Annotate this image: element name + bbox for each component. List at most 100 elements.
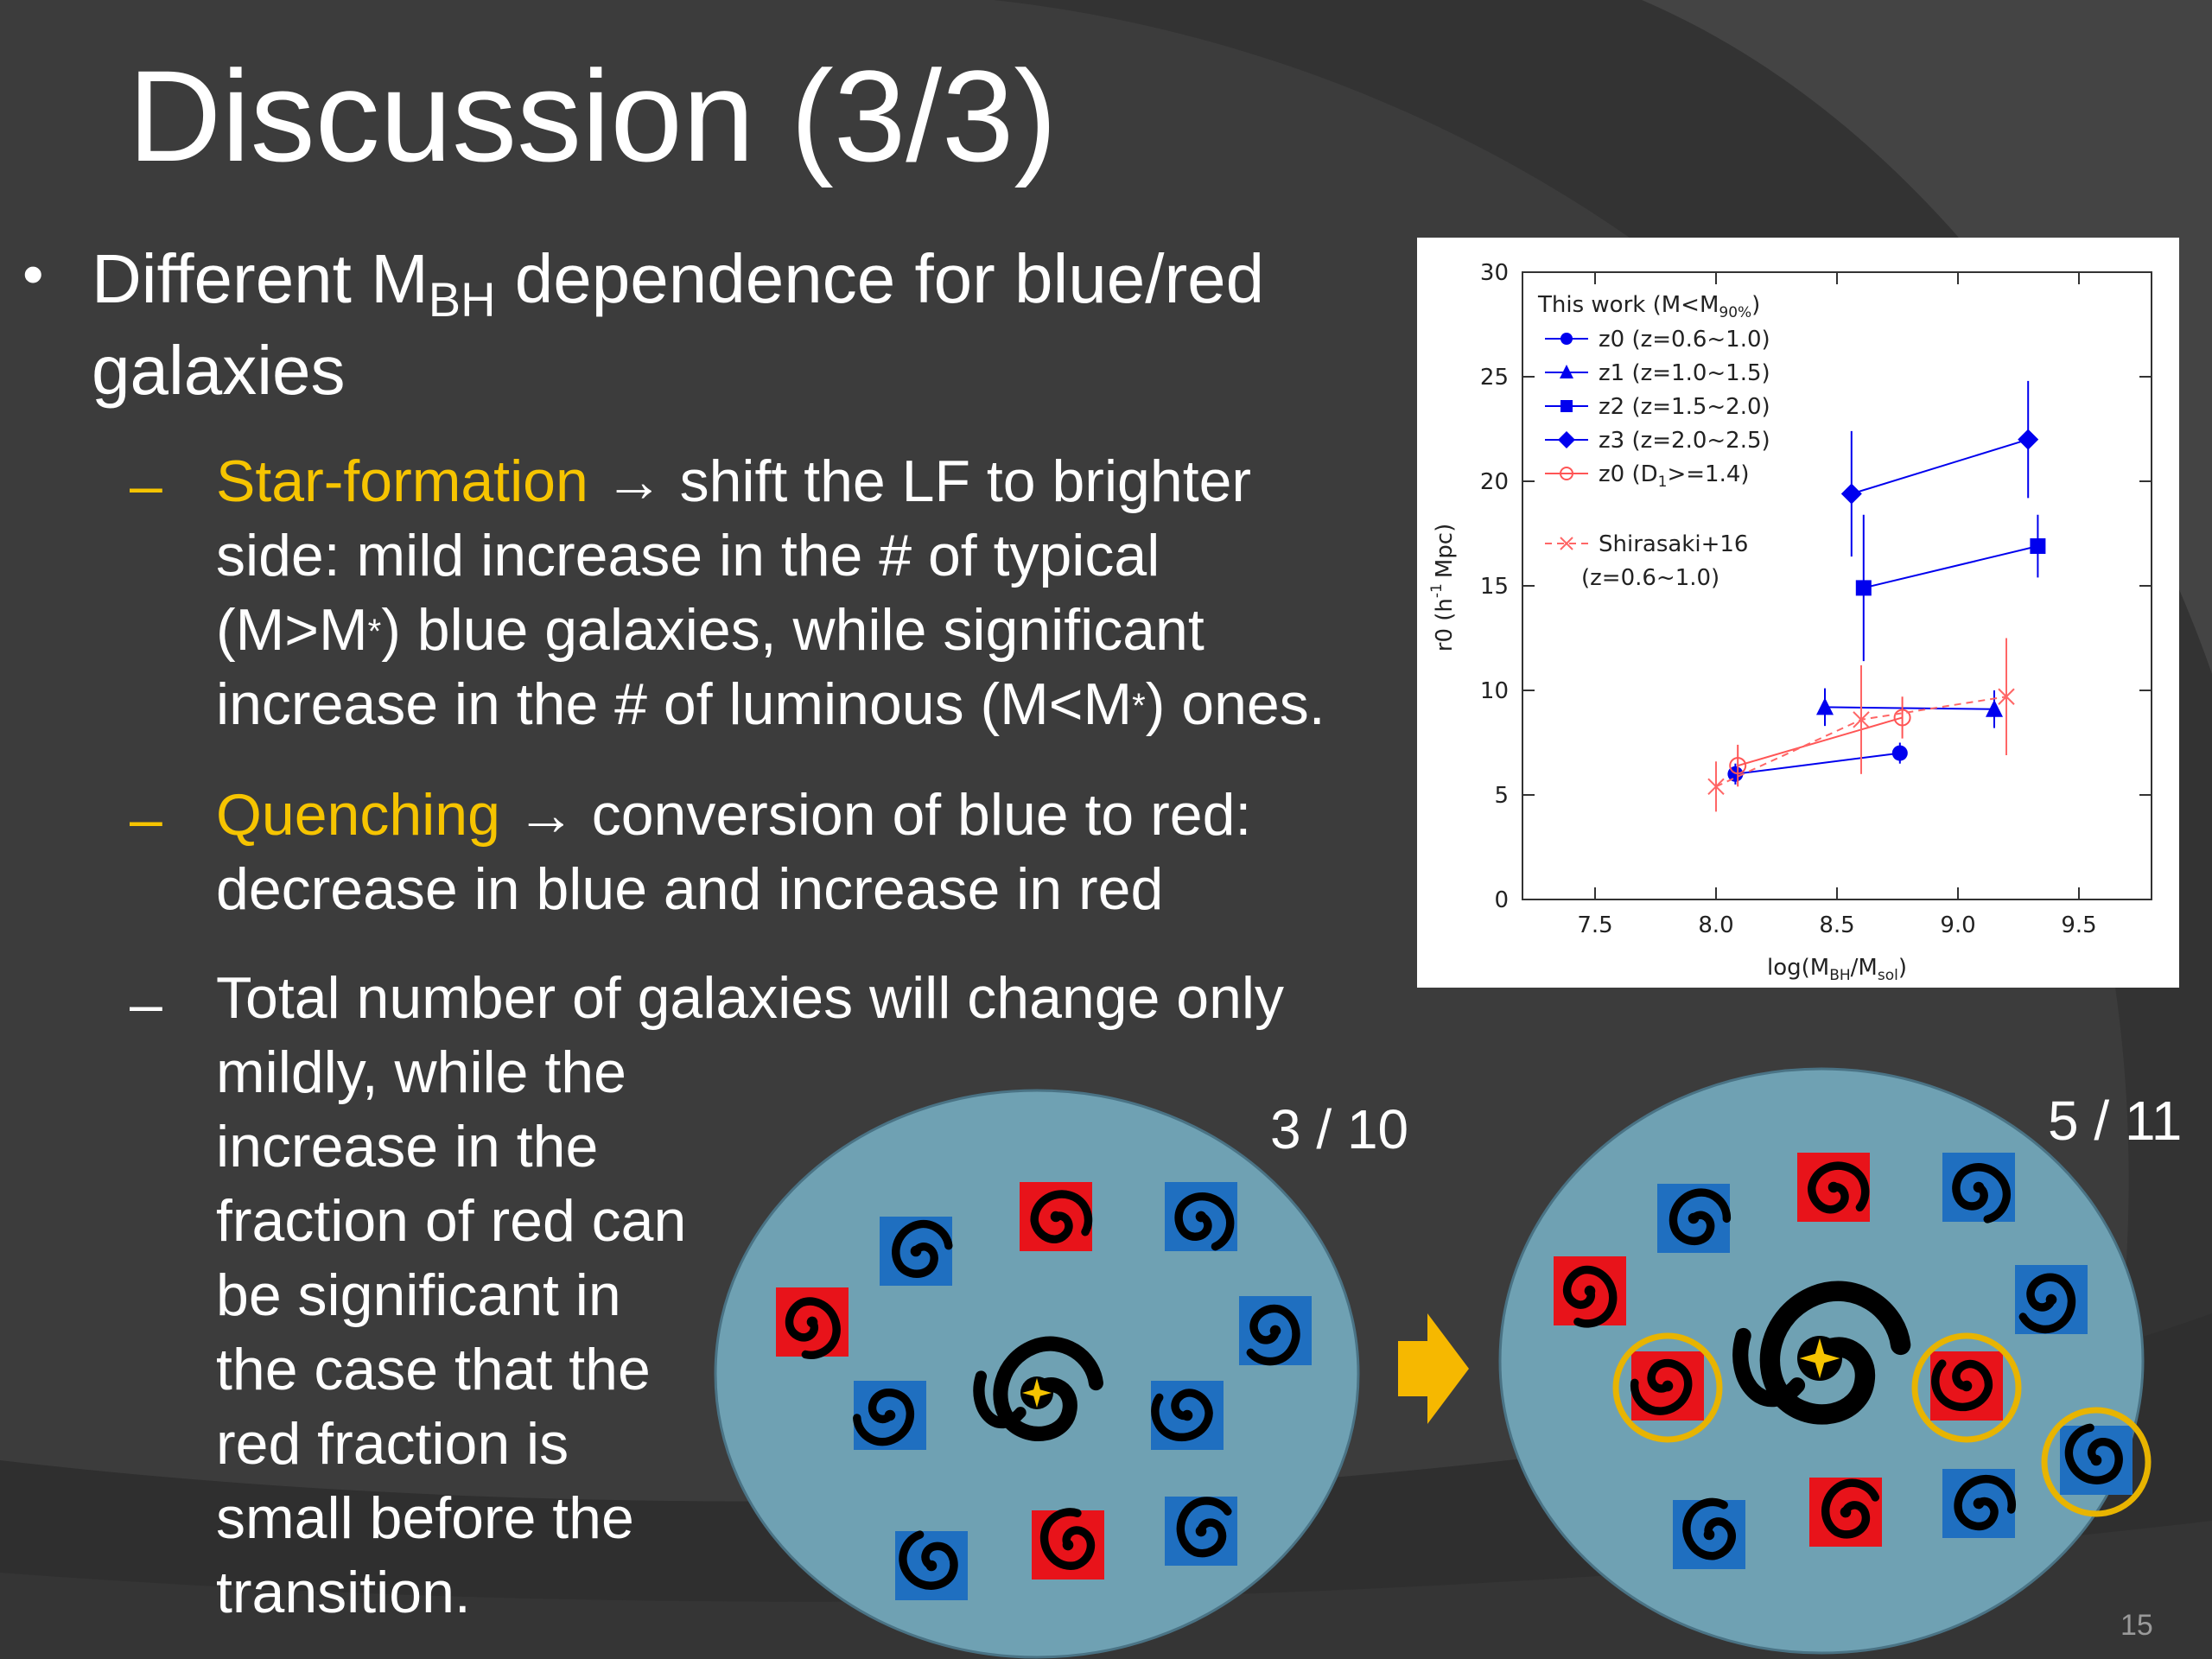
- sub-bullet-quenching: Quenching → conversion of blue to red: d…: [216, 778, 1426, 926]
- spiral-arm: [1039, 1508, 1096, 1570]
- blue-galaxy-icon: [1239, 1296, 1312, 1366]
- spiral-galaxy-icon: [1954, 1474, 2017, 1531]
- spiral-galaxy-icon: [1151, 1389, 1213, 1442]
- fraction-after: 5 / 11: [2048, 1090, 2183, 1152]
- sub-bullet-1-line-4: increase in the # of luminous (M<M*) one…: [216, 667, 1426, 741]
- xlabel-mid: /M: [1851, 955, 1878, 981]
- spiral-galaxy-icon: [1030, 1190, 1093, 1243]
- data-point: [1560, 467, 1573, 480]
- sub-bullet-1-text-1: shift the LF to brighter: [679, 448, 1252, 514]
- legend-d1-post: >=1.4): [1667, 461, 1749, 487]
- spiral-arm: [1682, 1497, 1736, 1560]
- sub-bullet-3-line-7: red fraction is: [216, 1411, 569, 1477]
- x-tick-label: 8.5: [1819, 912, 1854, 938]
- page-number: 15: [2120, 1609, 2153, 1642]
- red-galaxy-icon: [1020, 1182, 1093, 1251]
- series-layer: [1707, 380, 2046, 812]
- sub-bullet-3-line-1: Total number of galaxies will change onl…: [216, 965, 1285, 1031]
- x-axis-label: log(MBH/Msol): [1767, 955, 1907, 984]
- spiral-core: [1973, 1497, 1985, 1510]
- spiral-core: [1703, 1529, 1715, 1541]
- spiral-core: [1062, 1539, 1074, 1551]
- data-point: [1560, 365, 1573, 378]
- sub-bullet-dash-1: –: [130, 453, 162, 518]
- spiral-arm: [1630, 1358, 1693, 1415]
- galaxy-layer: [776, 1153, 2133, 1600]
- spiral-core: [1584, 1285, 1596, 1297]
- spiral-galaxy-icon: [1176, 1497, 1232, 1558]
- data-point: [1558, 431, 1575, 448]
- red-galaxy-icon: [776, 1287, 849, 1359]
- arrow-right-icon: [1398, 1313, 1469, 1424]
- spiral-arm: [1931, 1359, 1993, 1412]
- series-1: [1816, 688, 2003, 728]
- sub-bullet-2-line-1: Quenching → conversion of blue to red:: [216, 778, 1426, 852]
- blue-galaxy-icon: [2060, 1423, 2133, 1495]
- data-point: [1893, 709, 1911, 727]
- sub-bullet-star-formation: Star-formation → shift the LF to brighte…: [216, 444, 1426, 741]
- series-line: [1735, 752, 1900, 775]
- legend-d1-pre: z0 (D: [1599, 461, 1658, 487]
- sub-bullet-3-line-8: small before the: [216, 1485, 634, 1551]
- y-axis-label: r0 (h-1Mpc): [1428, 524, 1458, 652]
- arrow-glyph-2: →: [499, 782, 592, 848]
- data-point: [1998, 688, 2015, 705]
- x-tick-label: 9.5: [2061, 912, 2096, 938]
- data-point: [1560, 400, 1573, 412]
- highlight-ring-icon-3: [2041, 1407, 2152, 1517]
- spiral-core: [1688, 1212, 1700, 1224]
- legend-header-text: This work (M<M: [1537, 292, 1719, 318]
- blue-galaxy-icon: [1657, 1184, 1732, 1253]
- sub-bullet-1-line-2: side: mild increase in the # of typical: [216, 523, 1160, 588]
- star-formation-label: Star-formation: [216, 448, 588, 514]
- fraction-before: 3 / 10: [1270, 1098, 1409, 1160]
- x-tick-label: 9.0: [1940, 912, 1975, 938]
- legend-header: This work (M<M90%): [1537, 292, 1760, 321]
- data-point: [1729, 757, 1747, 775]
- arrow-glyph: →: [588, 448, 680, 514]
- spiral-galaxy-icon: [1931, 1359, 1993, 1412]
- data-point: [1853, 711, 1870, 728]
- data-point: [1891, 745, 1908, 761]
- series-line: [1851, 438, 2029, 495]
- spiral-core: [806, 1316, 818, 1328]
- y-tick-label: 0: [1494, 887, 1509, 913]
- spiral-galaxy-icon: [785, 1297, 841, 1359]
- cross-stroke: [1707, 778, 1725, 796]
- data-point: [1560, 333, 1573, 345]
- blue-galaxy-icon: [1942, 1153, 2015, 1224]
- data-point: [1560, 537, 1573, 550]
- ylabel-a: r0 (h: [1432, 598, 1458, 652]
- blue-galaxy-icon: [1151, 1381, 1224, 1450]
- data-point: [2030, 538, 2046, 555]
- sub-bullet-total-number: Total number of galaxies will change onl…: [216, 961, 1426, 1630]
- xlabel-end: ): [1898, 955, 1907, 981]
- sub-bullet-dash-2: –: [130, 786, 162, 852]
- spiral-galaxy-icon: [2018, 1273, 2076, 1334]
- highlight-ring-icon-2: [1911, 1332, 2022, 1443]
- spiral-arm: [1174, 1192, 1235, 1251]
- spiral-core: [1195, 1211, 1207, 1223]
- spiral-core: [1269, 1325, 1281, 1337]
- spiral-arm: [1821, 1478, 1880, 1539]
- legend: z0 (z=0.6~1.0) z1 (z=1.0~1.5) z2 (z=1.5~…: [1545, 327, 1770, 591]
- spiral-core: [1195, 1525, 1207, 1537]
- x-tick-label: 8.0: [1698, 912, 1733, 938]
- spiral-arm: [2064, 1423, 2123, 1484]
- spiral-core: [1662, 1380, 1674, 1392]
- spiral-arm: [2018, 1273, 2076, 1334]
- blue-galaxy-icon: [880, 1217, 953, 1286]
- y-tick-label: 10: [1480, 678, 1509, 704]
- spiral-core: [1050, 1211, 1062, 1223]
- xlabel-sub: BH: [1829, 967, 1850, 984]
- spiral-arm: [1246, 1304, 1300, 1366]
- sub-bullet-1-text-3b: ) blue galaxies, while significant: [381, 597, 1205, 663]
- sub-bullet-3-line-4: fraction of red can: [216, 1188, 687, 1254]
- series-3: [1840, 380, 2039, 557]
- ylabel-sup: -1: [1428, 583, 1446, 598]
- sub-bullet-1-line-3: (M>M*) blue galaxies, while significant: [216, 593, 1426, 667]
- x-tick-label: 7.5: [1577, 912, 1612, 938]
